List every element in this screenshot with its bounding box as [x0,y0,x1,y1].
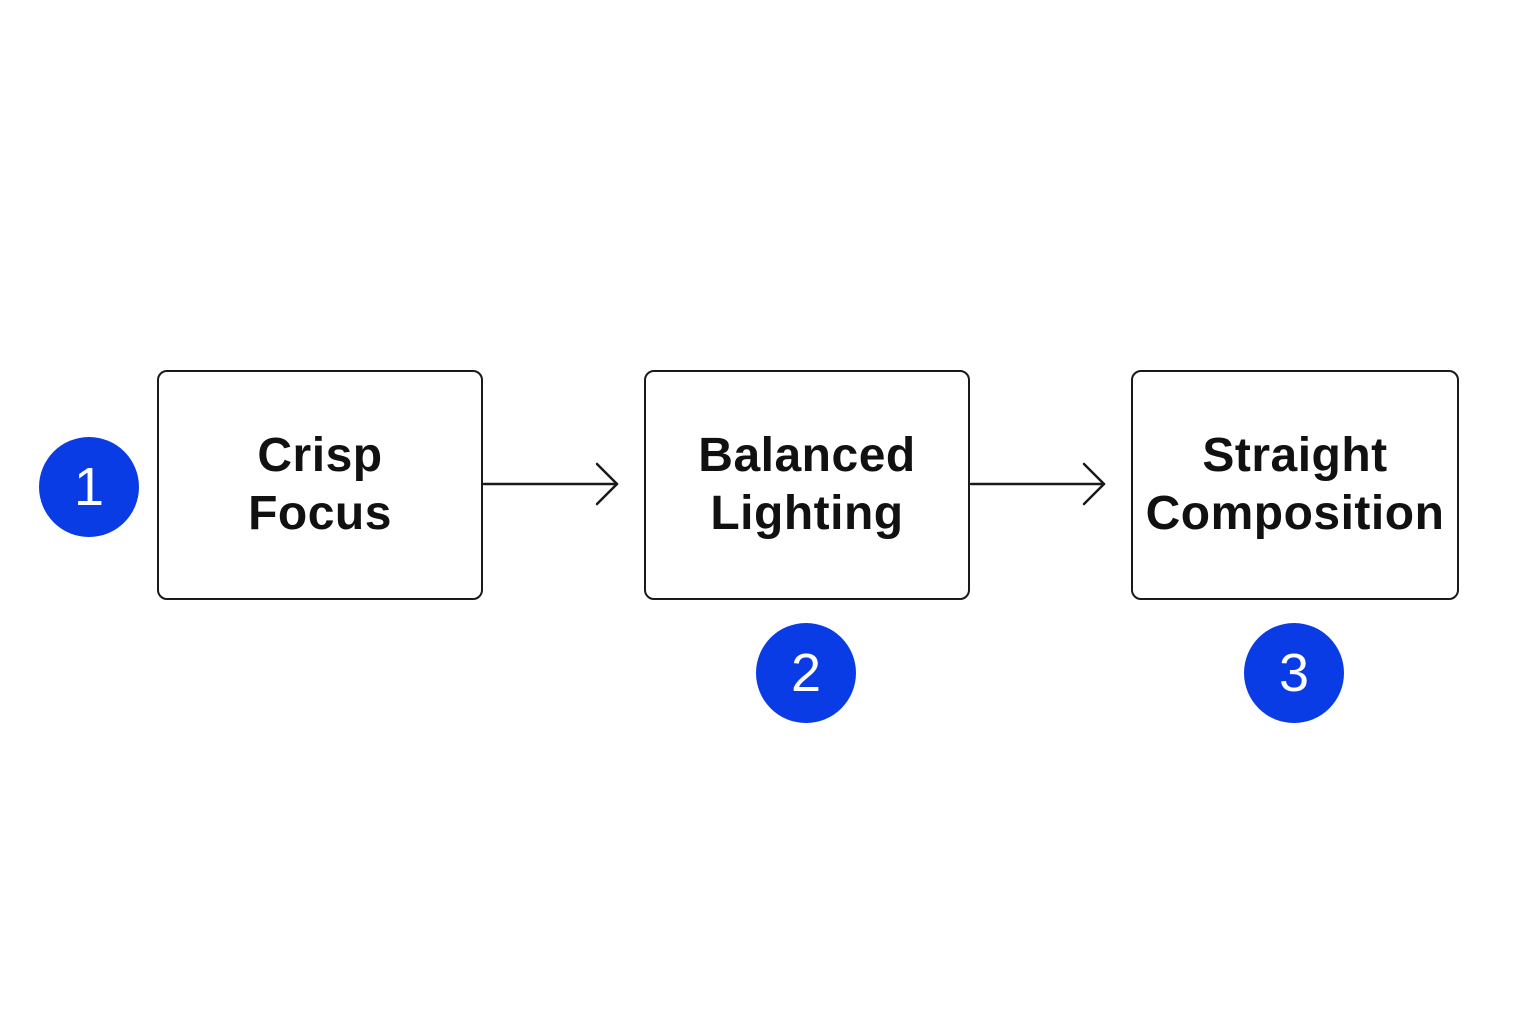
step-label-line: Composition [1145,487,1445,540]
step-label-line: Balanced [698,429,916,482]
step-label-line: Straight [1202,429,1388,482]
step-number-badge: 2 [756,623,856,723]
step-box-straight-composition: Straight Composition [1131,370,1459,600]
arrow-right-icon [482,462,619,506]
arrow-right-icon [969,462,1106,506]
step-box-crisp-focus: Crisp Focus [157,370,483,600]
step-number-badge: 3 [1244,623,1344,723]
step-label-line: Crisp [257,429,383,482]
step-box-balanced-lighting: Balanced Lighting [644,370,970,600]
step-number-badge: 1 [39,437,139,537]
step-label-line: Lighting [710,487,904,540]
step-label-line: Focus [248,487,392,540]
